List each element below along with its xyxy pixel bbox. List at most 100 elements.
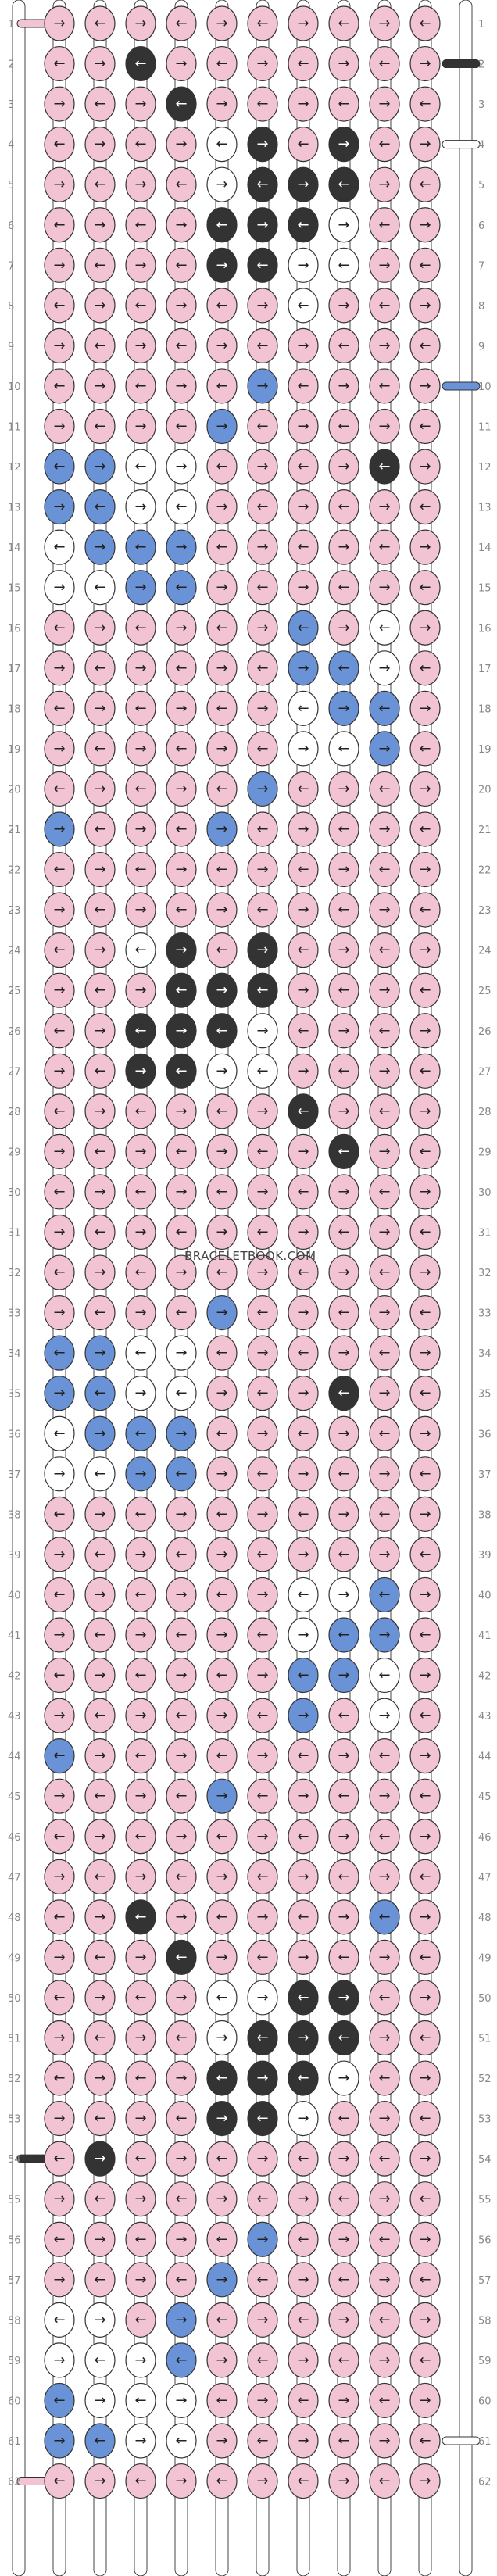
knot: ← — [206, 1899, 238, 1935]
svg-text:←: ← — [378, 1506, 390, 1522]
knot: ← — [206, 1576, 238, 1613]
svg-text:←: ← — [175, 96, 187, 113]
svg-text:←: ← — [175, 2352, 187, 2368]
knot: ← — [125, 2060, 156, 2096]
svg-text:←: ← — [216, 459, 227, 475]
knot: → — [369, 1133, 400, 1170]
svg-text:←: ← — [94, 1063, 105, 1079]
row-number-right: 56 — [478, 2234, 492, 2246]
svg-text:→: → — [216, 96, 227, 113]
knot: → — [84, 851, 116, 888]
knot: ← — [328, 5, 359, 41]
svg-text:←: ← — [256, 1304, 268, 1321]
row-number-right: 52 — [478, 2073, 492, 2085]
knot: ← — [84, 1778, 116, 1814]
svg-text:→: → — [419, 942, 431, 958]
knot: → — [409, 127, 441, 163]
svg-text:→: → — [419, 136, 431, 152]
knot: ← — [247, 1133, 278, 1170]
svg-text:→: → — [94, 1183, 105, 1200]
knot: ← — [288, 1174, 319, 1210]
svg-text:←: ← — [216, 1022, 227, 1039]
svg-text:→: → — [256, 942, 268, 958]
knot: ← — [125, 2463, 156, 2499]
row-number-right: 51 — [478, 2034, 492, 2045]
svg-text:→: → — [94, 1345, 105, 1361]
knot: → — [84, 1254, 116, 1290]
svg-text:←: ← — [216, 2151, 227, 2167]
svg-text:←: ← — [53, 1667, 65, 1683]
knot: → — [409, 851, 441, 888]
knot: → — [409, 1496, 441, 1532]
knot: ← — [84, 327, 116, 363]
svg-text:→: → — [256, 1506, 268, 1522]
row-number-right: 5 — [478, 180, 484, 191]
knot: → — [409, 2463, 441, 2499]
row-number-right: 61 — [478, 2436, 492, 2448]
knot: → — [206, 2342, 238, 2378]
svg-text:←: ← — [175, 2433, 187, 2449]
svg-text:←: ← — [53, 1265, 65, 1281]
knot: → — [328, 851, 359, 888]
strand-end-tab — [442, 2436, 481, 2445]
svg-text:←: ← — [94, 1385, 105, 1401]
knot: → — [84, 1496, 116, 1532]
knot: → — [125, 408, 156, 445]
svg-text:←: ← — [175, 177, 187, 193]
row-number-right: 13 — [478, 503, 492, 514]
knot: → — [328, 2060, 359, 2096]
knot: → — [166, 771, 197, 807]
knot: ← — [206, 1415, 238, 1451]
svg-text:←: ← — [94, 338, 105, 354]
svg-text:→: → — [175, 861, 187, 878]
knot: → — [166, 1013, 197, 1049]
knot: → — [166, 529, 197, 565]
knot: → — [369, 86, 400, 122]
svg-text:←: ← — [378, 1587, 390, 1603]
knot: ← — [247, 650, 278, 686]
svg-text:→: → — [256, 2070, 268, 2087]
svg-text:→: → — [378, 418, 390, 435]
knot: → — [369, 650, 400, 686]
knot: ← — [409, 2342, 441, 2378]
knot: → — [125, 1214, 156, 1250]
svg-text:←: ← — [419, 982, 431, 999]
svg-text:←: ← — [419, 2030, 431, 2046]
knot: → — [206, 1456, 238, 1492]
knot: ← — [166, 2181, 197, 2217]
row-number-right: 21 — [478, 825, 492, 836]
svg-text:→: → — [378, 499, 390, 515]
svg-text:→: → — [256, 1748, 268, 1764]
knot: ← — [409, 2101, 441, 2137]
svg-text:→: → — [134, 1143, 146, 1160]
svg-text:←: ← — [256, 2271, 268, 2288]
knot: → — [247, 45, 278, 82]
knot: → — [328, 1819, 359, 1855]
svg-text:→: → — [419, 2473, 431, 2489]
knot: ← — [409, 408, 441, 445]
knot: ← — [288, 1899, 319, 1935]
svg-text:←: ← — [297, 1989, 309, 2005]
svg-text:←: ← — [297, 1506, 309, 1522]
svg-text:→: → — [338, 1426, 349, 1442]
knot: ← — [125, 127, 156, 163]
svg-text:→: → — [216, 499, 227, 515]
knot: → — [206, 1698, 238, 1733]
knot: ← — [328, 2262, 359, 2298]
knot: ← — [44, 1254, 75, 1290]
knot: ← — [409, 2181, 441, 2217]
knot: → — [125, 2020, 156, 2056]
knot: → — [206, 892, 238, 928]
svg-text:→: → — [53, 1063, 65, 1079]
svg-text:→: → — [419, 459, 431, 475]
row-number-right: 42 — [478, 1671, 492, 1683]
knot: ← — [84, 1537, 116, 1572]
knot: ← — [166, 1939, 197, 1975]
svg-text:←: ← — [378, 1103, 390, 1119]
svg-text:→: → — [134, 499, 146, 515]
svg-text:←: ← — [94, 2352, 105, 2368]
svg-text:→: → — [94, 1265, 105, 1281]
knot: → — [328, 45, 359, 82]
svg-text:←: ← — [256, 1465, 268, 1482]
svg-text:→: → — [419, 1345, 431, 1361]
